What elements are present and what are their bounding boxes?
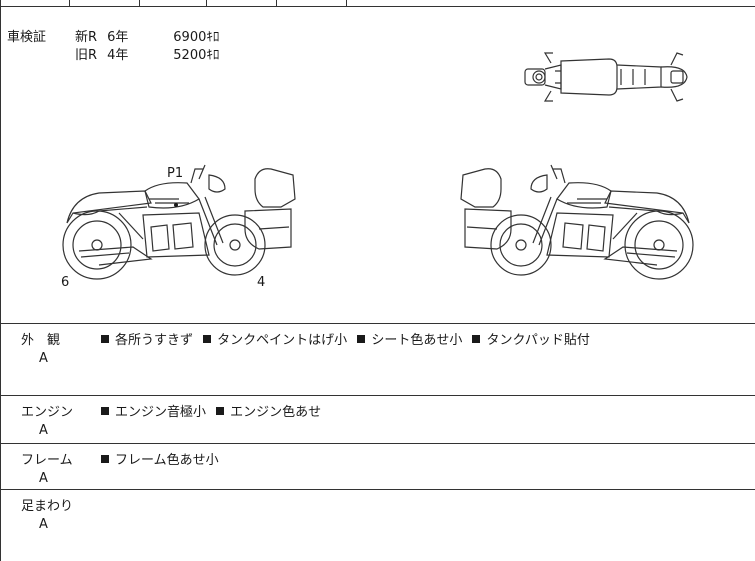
square-bullet-icon (472, 335, 481, 343)
marker-number-left: 6 (61, 275, 70, 290)
motorcycle-left-side (62, 164, 296, 280)
note-item: エンジン音極小 (115, 405, 207, 420)
reg-years: 6年 (107, 30, 129, 45)
marker-number-right: 4 (257, 275, 266, 290)
square-bullet-icon (216, 407, 225, 415)
square-bullet-icon (357, 335, 366, 343)
section-title: 外 観 (21, 333, 61, 348)
damage-marker-dot (174, 203, 178, 207)
section-exterior: 外 観 A 各所うすきず タンクペイントはげ小 シート色あせ小 タンクパッド貼付 (1, 324, 755, 396)
reg-years: 4年 (107, 48, 129, 63)
note-item: シート色あせ小 (371, 333, 463, 348)
square-bullet-icon (203, 335, 212, 343)
note-item: フレーム色あせ小 (115, 453, 219, 468)
section-notes: エンジン音極小 エンジン色あせ (101, 401, 327, 420)
note-item: エンジン色あせ (230, 405, 322, 420)
square-bullet-icon (101, 407, 109, 415)
top-table-strip (1, 0, 755, 7)
reg-value: 5200ｷﾛ (173, 48, 220, 63)
section-grade: A (39, 471, 48, 486)
bike-diagram-panel: 車検証 新R 6年 6900ｷﾛ 旧R 4年 5200ｷﾛ (1, 7, 755, 324)
section-frame: フレーム A フレーム色あせ小 (1, 444, 755, 490)
registration-row-new: 新R 6年 6900ｷﾛ (75, 29, 219, 47)
section-engine: エンジン A エンジン音極小 エンジン色あせ (1, 396, 755, 444)
reg-value: 6900ｷﾛ (173, 30, 220, 45)
note-item: 各所うすきず (115, 333, 194, 348)
square-bullet-icon (101, 455, 109, 463)
section-title: 足まわり (21, 499, 74, 514)
reg-type: 新R (75, 30, 98, 45)
section-title: フレーム (21, 453, 73, 468)
section-grade: A (39, 517, 48, 532)
condition-sections: 外 観 A 各所うすきず タンクペイントはげ小 シート色あせ小 タンクパッド貼付… (1, 324, 755, 561)
section-notes: フレーム色あせ小 (101, 449, 225, 468)
square-bullet-icon (101, 335, 109, 343)
reg-type: 旧R (75, 48, 98, 63)
note-item: タンクペイントはげ小 (217, 333, 348, 348)
section-notes: 各所うすきず タンクペイントはげ小 シート色あせ小 タンクパッド貼付 (101, 329, 596, 348)
section-grade: A (39, 423, 48, 438)
registration-row-old: 旧R 4年 5200ｷﾛ (75, 47, 219, 65)
section-grade: A (39, 351, 48, 366)
motorcycle-top-view (524, 52, 688, 102)
damage-marker-p1: P1 (167, 166, 184, 181)
note-item: タンクパッド貼付 (486, 333, 590, 348)
registration-label: 車検証 (7, 30, 47, 45)
section-suspension: 足まわり A (1, 490, 755, 561)
section-title: エンジン (21, 405, 74, 420)
motorcycle-right-side (460, 164, 694, 280)
